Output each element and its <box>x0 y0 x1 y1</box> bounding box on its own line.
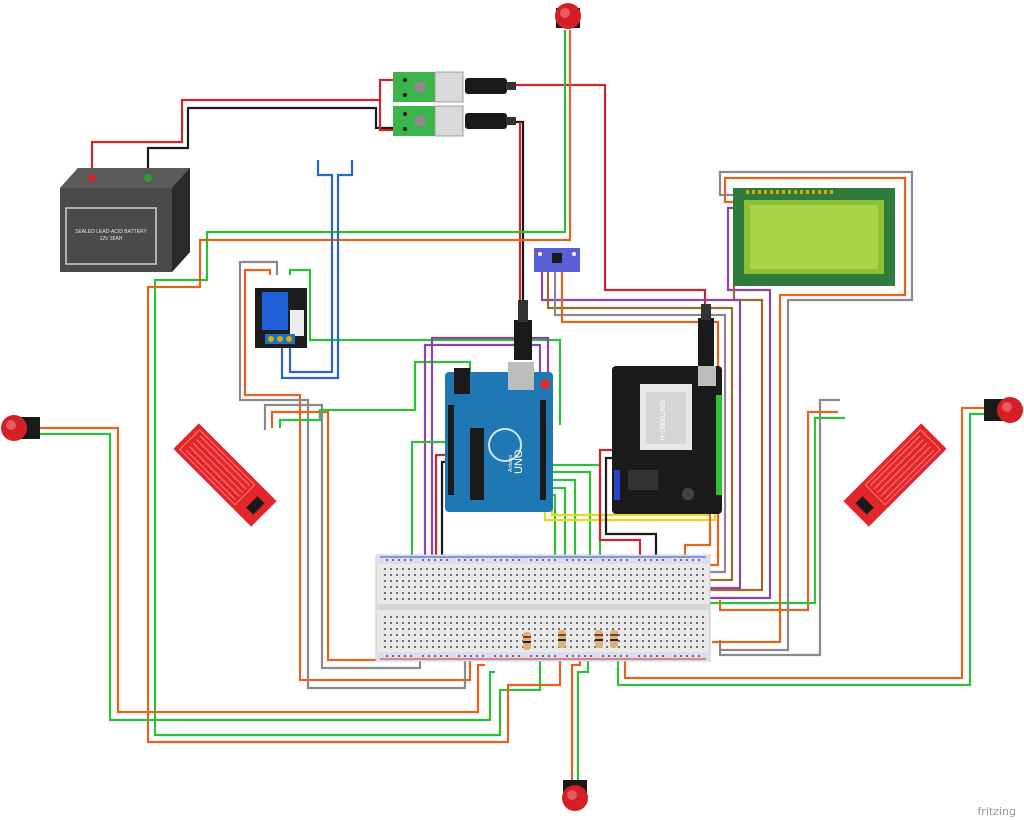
push-button-icon <box>984 397 1023 423</box>
usb-connector-icon <box>465 78 516 129</box>
push-button-icon <box>555 3 581 29</box>
battery-icon: SEALED LEAD-ACID BATTERY 12V 35AH <box>60 168 190 272</box>
resistors <box>523 630 618 650</box>
lcd-display-icon <box>733 188 895 286</box>
gsm-chip-label: SIM7600G-H <box>658 400 665 441</box>
lcd-pins <box>746 190 833 194</box>
push-button-icon <box>562 780 588 811</box>
breadboard <box>375 554 711 662</box>
gsm-shield-icon: SIM7600G-H <box>612 366 722 514</box>
water-sensor-icon <box>843 423 947 527</box>
resistor-icon <box>610 630 618 648</box>
usb-connector-icon <box>514 300 714 366</box>
gyro-module-icon <box>534 248 580 272</box>
arduino-board-icon: UNO Arduino <box>445 362 553 512</box>
arduino-sub: Arduino <box>508 455 514 472</box>
resistor-icon <box>595 630 603 648</box>
breadboard-holes <box>384 559 704 657</box>
relay-module-icon <box>255 288 307 348</box>
battery-label: SEALED LEAD-ACID BATTERY <box>75 229 147 235</box>
resistor-icon <box>523 632 531 650</box>
arduino-brand: UNO <box>513 449 525 474</box>
resistor-icon <box>558 630 566 648</box>
push-button-icon <box>1 415 40 441</box>
water-sensor-icon <box>173 423 277 527</box>
step-down-converter-icon <box>393 71 464 137</box>
battery-rating: 12V 35AH <box>100 236 123 242</box>
fritzing-watermark: fritzing <box>977 805 1016 818</box>
